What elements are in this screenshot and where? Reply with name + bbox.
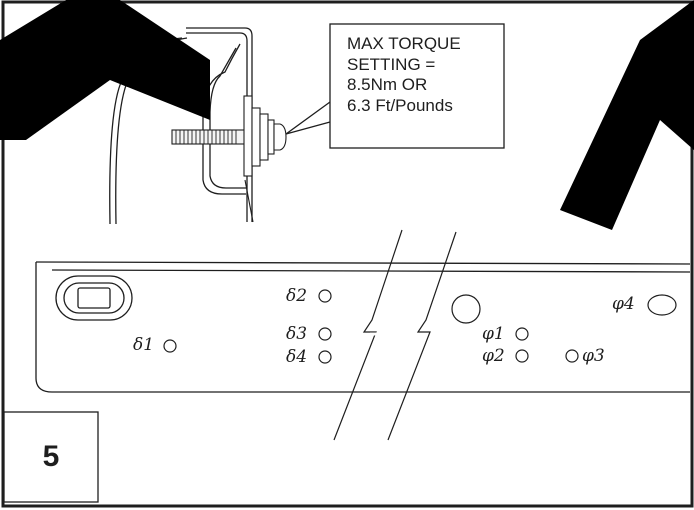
hole-d1 (163, 339, 177, 353)
hole-d2 (318, 289, 332, 303)
hole-p4 (647, 294, 677, 316)
hole-label-d3: δ3 (286, 324, 308, 344)
hole-label-p2: φ2 (482, 346, 505, 366)
holes (163, 289, 677, 364)
step-number: 5 (42, 440, 60, 473)
hole-p3 (565, 349, 579, 363)
hole-label-d2: δ2 (286, 286, 308, 306)
callout-line-4: 6.3 Ft/Pounds (347, 95, 453, 115)
callout-line-1: MAX TORQUE (347, 34, 461, 53)
hole-label-d4: δ4 (286, 347, 308, 367)
hole-d3 (318, 327, 332, 341)
hole-label-p3: φ3 (582, 346, 605, 366)
rail-plate (35, 261, 691, 393)
hole-p2 (515, 349, 529, 363)
hole-label-d1: δ1 (133, 335, 155, 355)
hole-d4 (318, 350, 332, 364)
slot-hole (55, 275, 133, 321)
diagonal-stroke-marks (0, 0, 694, 230)
break-lines (333, 229, 457, 441)
callout-line-3: 8.5Nm OR (347, 75, 428, 94)
callout-line-2: SETTING = (347, 54, 436, 74)
step-box (3, 411, 99, 503)
hole-label-p4: φ4 (612, 294, 635, 314)
hole-p1 (515, 327, 529, 341)
torque-callout-text: MAX TORQUE SETTING = 8.5Nm OR 6.3 Ft/Pou… (347, 34, 461, 116)
torque-callout (285, 23, 505, 149)
hole-label-p1: φ1 (482, 324, 505, 344)
hole-large (451, 294, 481, 324)
bolt-assembly (171, 95, 287, 223)
